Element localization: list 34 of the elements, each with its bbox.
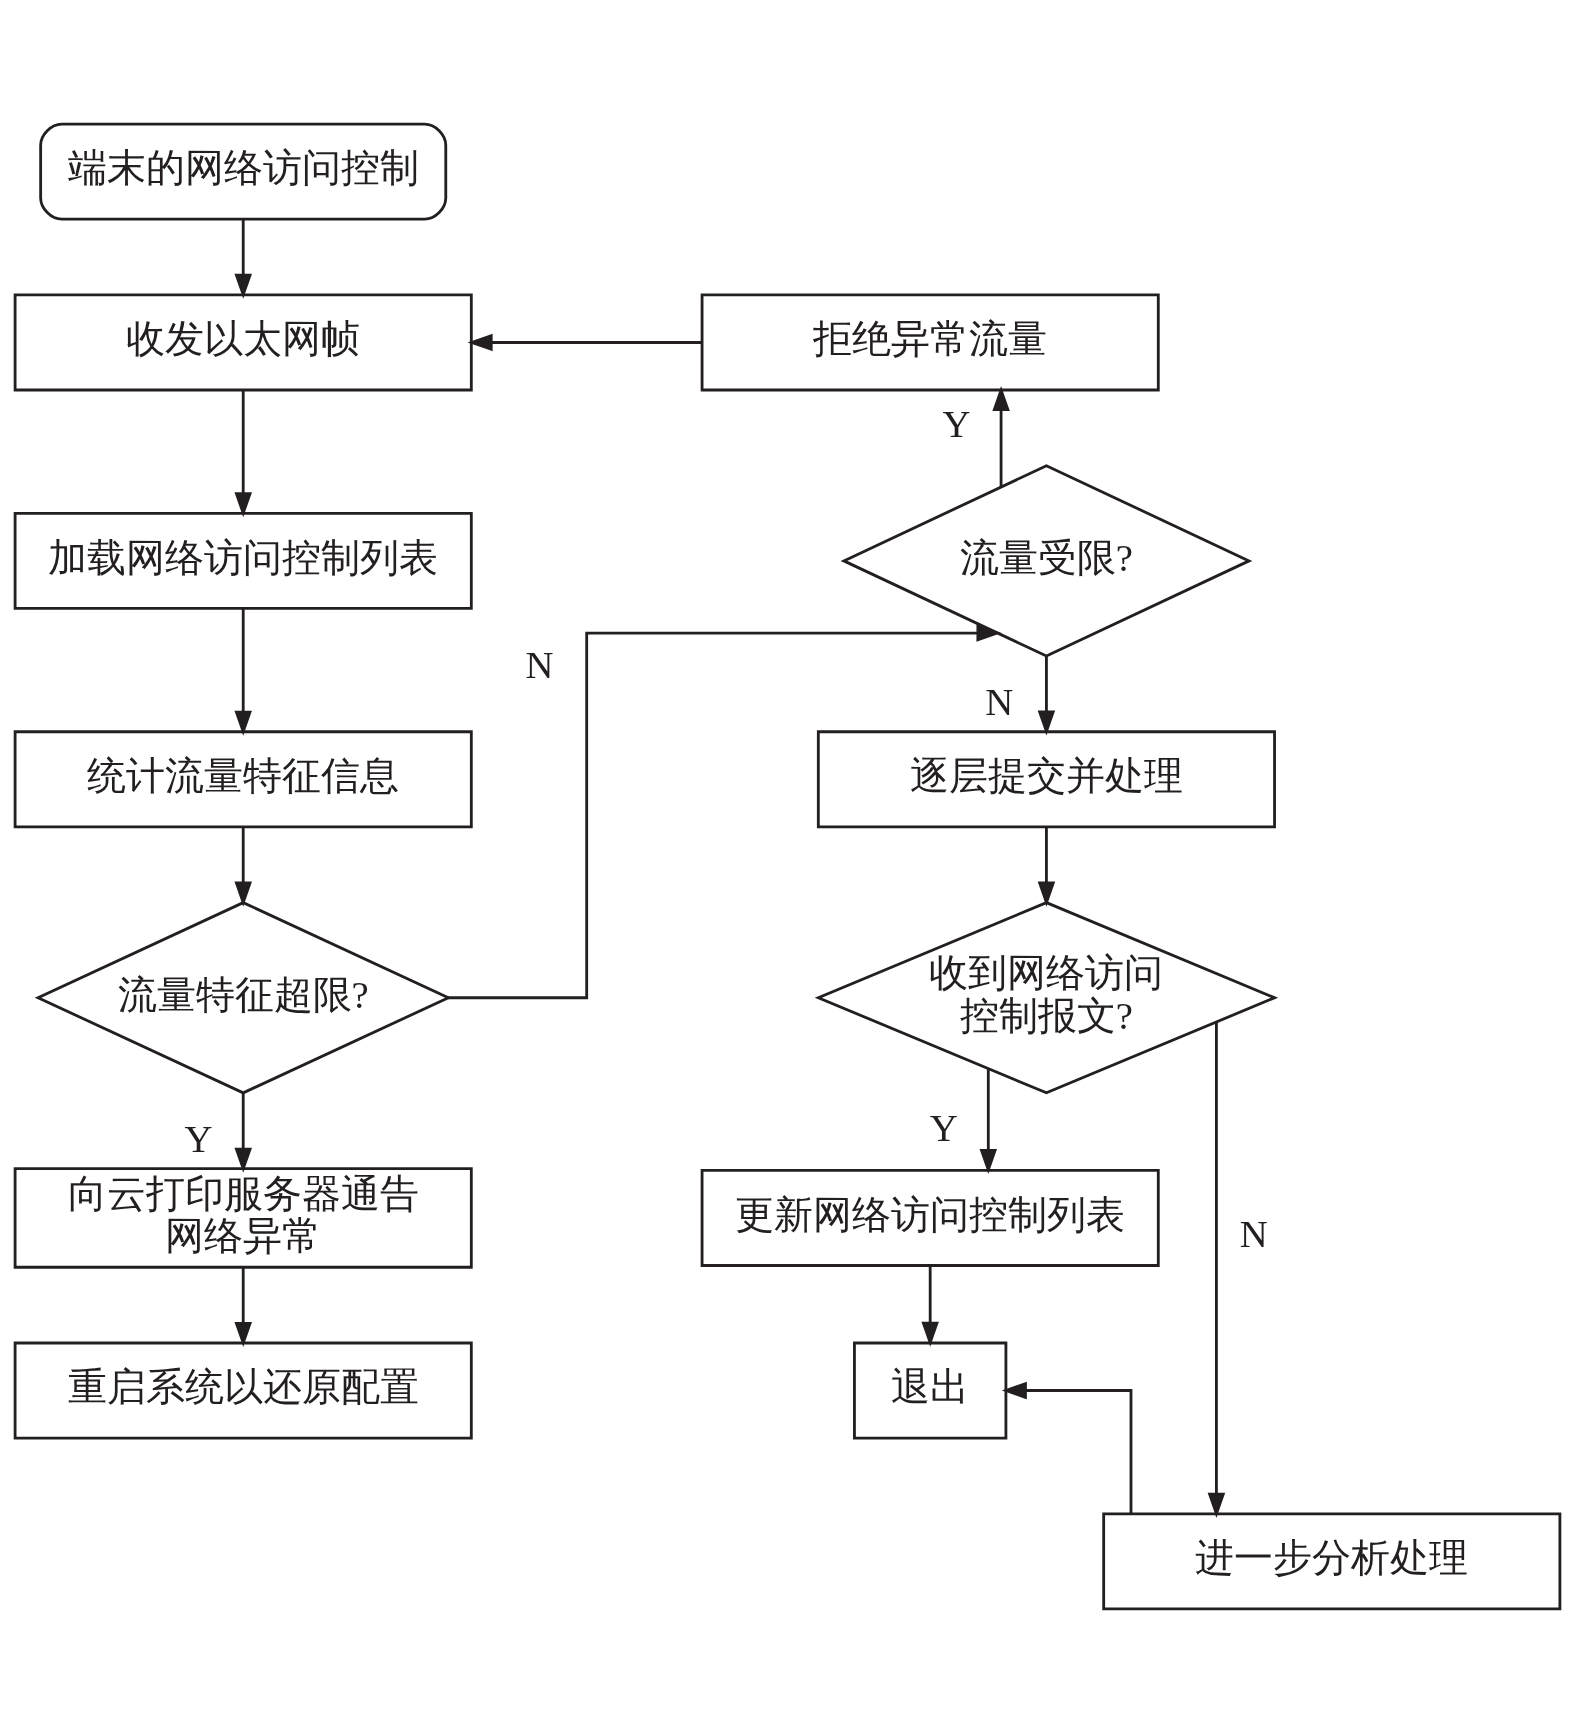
node-box: 拒绝异常流量 [700,293,1160,391]
edge-label: Y [942,401,969,445]
node-box: 进一步分析处理 [1102,1511,1562,1610]
arrow [234,1266,252,1347]
edge-label: N [525,642,554,686]
node-box: 加载网络访问控制列表 [13,511,473,610]
arrow [1207,1022,1226,1518]
node-box: 统计流量特征信息 [13,729,473,828]
node-box: 退出 [853,1341,1008,1439]
arrow [992,385,1010,487]
arrow [1001,1381,1133,1514]
arrow [234,608,252,736]
node-box: 收发以太网帧 [13,293,473,391]
edge-label: N [985,679,1014,723]
arrow [448,623,1002,999]
arrow [467,333,702,351]
arrow [979,1068,998,1174]
arrow [234,218,252,299]
node-box: 向云打印服务器通告网络异常 [13,1166,473,1269]
node-box: 端末的网络访问控制 [39,122,448,221]
edge-label: N [1239,1211,1268,1255]
arrow [921,1265,939,1347]
node-diamond: 收到网络访问控制报文? [814,900,1279,1094]
edge-label: Y [929,1105,957,1149]
arrow [234,1092,252,1173]
arrow [1037,655,1056,735]
arrow [234,826,252,907]
edge-label: Y [184,1116,212,1160]
arrow [1037,826,1056,907]
node-box: 更新网络访问控制列表 [700,1168,1160,1267]
arrow [234,389,252,517]
node-box: 重启系统以还原配置 [13,1341,473,1439]
node-box: 逐层提交并处理 [816,729,1276,828]
node-diamond: 流量受限? [840,463,1253,658]
